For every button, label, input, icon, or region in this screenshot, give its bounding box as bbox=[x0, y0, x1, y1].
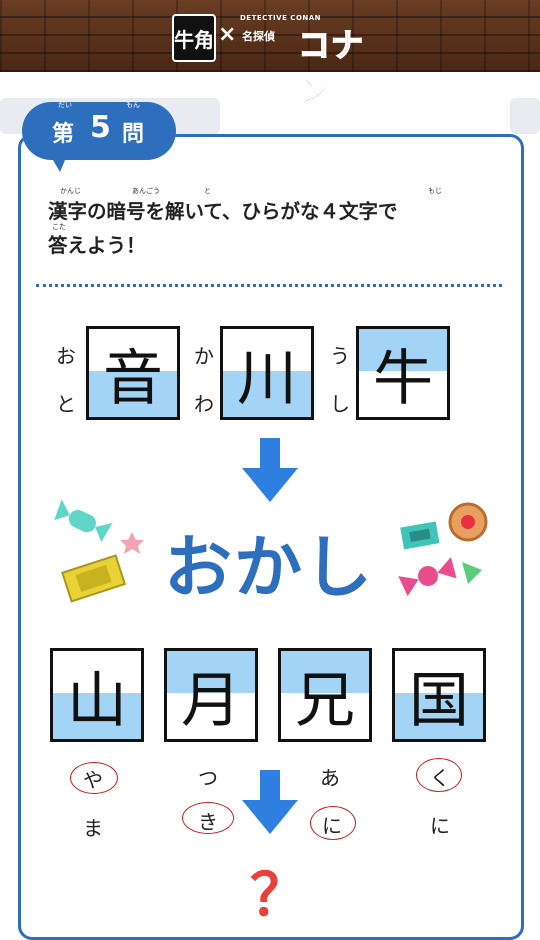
badge-tail bbox=[46, 148, 70, 172]
badge-ruby-mon: もん bbox=[126, 101, 140, 109]
highlight-circle bbox=[416, 758, 462, 792]
down-arrow-icon bbox=[242, 438, 298, 502]
example-kana-bottom: し bbox=[330, 392, 350, 416]
example-kanji-box: 音 bbox=[86, 326, 180, 420]
ruby-moji: もじ bbox=[428, 187, 442, 195]
puzzle-kanji-box: 山 bbox=[50, 648, 144, 742]
question-mark: ？ bbox=[250, 861, 309, 929]
instruction-text: 漢字の暗号を解いて、ひらがな４文字で 答えよう！ bbox=[48, 195, 498, 263]
instruction-line1: 漢字の暗号を解いて、ひらがな４文字で bbox=[48, 200, 398, 223]
badge-prefix: 第 bbox=[52, 122, 75, 147]
ruby-angou: あんごう bbox=[132, 187, 160, 195]
conan-logo-sub: 名探偵 bbox=[242, 30, 275, 43]
example-kana-bottom: と bbox=[56, 392, 76, 416]
conan-logo: DETECTIVE CONAN 名探偵 コナン bbox=[240, 14, 372, 111]
puzzle-kana-top: く bbox=[430, 766, 450, 790]
example-kana-top: お bbox=[56, 344, 76, 368]
gyukaku-logo: 牛角 bbox=[172, 14, 216, 62]
sweets-decoration-icon bbox=[398, 502, 488, 597]
cross-symbol: × bbox=[218, 22, 237, 47]
badge-number: 5 bbox=[90, 110, 111, 145]
puzzle-kanji-box: 月 bbox=[164, 648, 258, 742]
puzzle-kana-bottom: き bbox=[198, 810, 218, 834]
header-banner: 牛角 × DETECTIVE CONAN 名探偵 コナン bbox=[0, 0, 540, 111]
example-kana-top: う bbox=[330, 344, 350, 368]
highlight-circle bbox=[310, 806, 356, 840]
dotted-divider bbox=[36, 284, 502, 287]
question-badge: だい もん 第 5 問 bbox=[22, 96, 176, 176]
ruby-to: と bbox=[204, 187, 211, 195]
puzzle-kana-bottom: ま bbox=[83, 816, 103, 840]
puzzle-kana-bottom: に bbox=[322, 814, 342, 838]
example-kana-top: か bbox=[194, 344, 214, 368]
bg-strip bbox=[510, 98, 540, 134]
example-answer: おかし bbox=[164, 529, 375, 608]
puzzle-kana-top: や bbox=[83, 768, 103, 792]
badge-suffix: 問 bbox=[122, 122, 145, 147]
candy-decoration-icon bbox=[54, 500, 144, 603]
ruby-kanji: かんじ bbox=[60, 187, 81, 195]
instruction-line2: 答えよう！ bbox=[48, 234, 146, 257]
down-arrow-icon bbox=[242, 770, 298, 834]
puzzle-kana-top: つ bbox=[198, 766, 218, 790]
highlight-circle bbox=[70, 762, 118, 794]
puzzle-kana-top: あ bbox=[320, 766, 340, 790]
puzzle-kanji-box: 兄 bbox=[278, 648, 372, 742]
conan-logo-small: DETECTIVE CONAN bbox=[240, 14, 322, 22]
highlight-circle bbox=[182, 802, 234, 834]
example-kana-bottom: わ bbox=[194, 392, 214, 416]
conan-logo-main: コナン bbox=[297, 25, 365, 111]
ruby-kota: こた bbox=[52, 223, 66, 231]
example-kanji-box: 川 bbox=[220, 326, 314, 420]
badge-ruby-dai: だい bbox=[58, 101, 72, 109]
example-kanji-box: 牛 bbox=[356, 326, 450, 420]
puzzle-kana-bottom: に bbox=[430, 814, 450, 838]
puzzle-kanji-box: 国 bbox=[392, 648, 486, 742]
